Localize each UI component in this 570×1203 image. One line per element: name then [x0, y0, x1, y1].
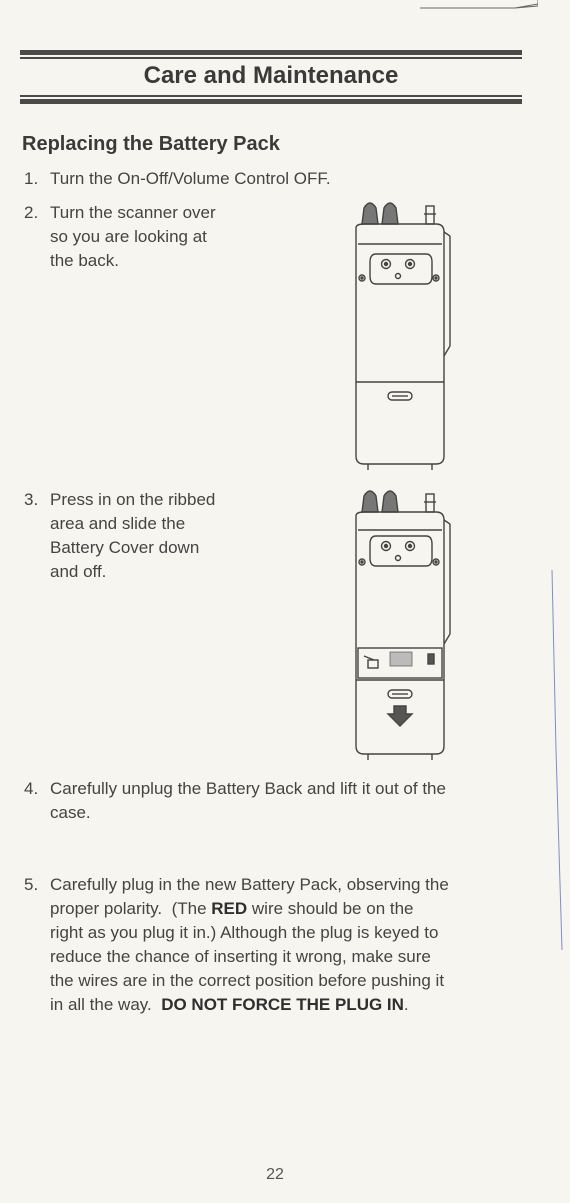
header-rule-top-thick: [20, 50, 522, 55]
step-text: Press in on the ribbed area and slide th…: [50, 488, 215, 584]
margin-pen-mark: [551, 570, 563, 950]
step-5: 5. Carefully plug in the new Battery Pac…: [24, 873, 534, 1017]
warning-emphasis: DO NOT FORCE THE PLUG IN: [161, 995, 404, 1014]
step-number: 5.: [24, 875, 39, 894]
step-line: area and slide the: [50, 514, 186, 533]
step-line: right as you plug it in.) Although the p…: [50, 923, 439, 942]
step-line: in all the way. DO NOT FORCE THE PLUG IN…: [50, 993, 449, 1017]
step-line: Battery Cover down: [50, 538, 200, 557]
step-text: Turn the On-Off/Volume Control OFF.: [50, 169, 331, 188]
step-2: 2. Turn the scanner over so you are look…: [24, 201, 284, 273]
section-heading: Replacing the Battery Pack: [22, 133, 280, 155]
step-line-part: in all the way.: [50, 995, 162, 1014]
step-4: 4. Carefully unplug the Battery Back and…: [24, 777, 524, 825]
step-line: the wires are in the correct position be…: [50, 971, 445, 990]
step-line: Turn the scanner over: [50, 203, 216, 222]
step-line: so you are looking at: [50, 227, 207, 246]
step-number: 2.: [24, 203, 39, 222]
step-number: 1.: [24, 169, 39, 188]
step-line-part: .: [403, 995, 409, 1014]
scanner-back-illustration: [355, 202, 451, 470]
step-1: 1. Turn the On-Off/Volume Control OFF.: [24, 167, 504, 191]
step-line: proper polarity. (The RED wire should be…: [50, 897, 449, 921]
step-number: 4.: [24, 779, 39, 798]
step-line: Carefully plug in the new Battery Pack, …: [50, 875, 449, 894]
step-text: Carefully plug in the new Battery Pack, …: [50, 873, 449, 1017]
page-title: Care and Maintenance: [143, 62, 399, 89]
step-line: and off.: [50, 562, 107, 581]
step-line: case.: [50, 803, 91, 822]
step-line-part: wire should be on the: [247, 899, 414, 918]
page-number: 22: [266, 1166, 284, 1183]
header-rule-bottom-thick: [20, 99, 522, 104]
header-rule-top-thin: [20, 57, 522, 59]
step-line: Carefully unplug the Battery Back and li…: [50, 779, 446, 798]
header-rule-bottom-thin: [20, 95, 522, 97]
step-line: reduce the chance of inserting it wrong,…: [50, 947, 431, 966]
step-text: Turn the scanner over so you are looking…: [50, 201, 216, 273]
step-line: Press in on the ribbed: [50, 490, 216, 509]
step-line-part: proper polarity. (The: [50, 899, 212, 918]
red-emphasis: RED: [211, 899, 248, 918]
step-3: 3. Press in on the ribbed area and slide…: [24, 488, 284, 584]
step-number: 3.: [24, 490, 39, 509]
step-text: Carefully unplug the Battery Back and li…: [50, 777, 446, 825]
step-line: the back.: [50, 251, 119, 270]
scan-corner-mark: [420, 0, 538, 9]
battery-cover-removal-illustration: [355, 490, 451, 760]
